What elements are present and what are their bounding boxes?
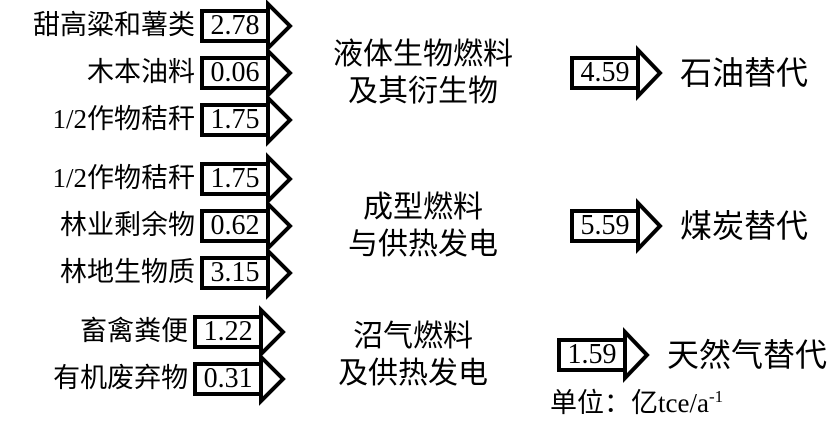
source-value: 0.62 <box>200 208 270 243</box>
source-label: 1/2作物秸秆 <box>52 163 195 193</box>
source-row: 1/2作物秸秆 1.75 <box>0 151 293 206</box>
unit-exponent: -1 <box>708 387 724 406</box>
source-row: 畜禽粪便 1.22 <box>0 304 286 359</box>
source-label: 甜高粱和薯类 <box>33 10 195 40</box>
arrow-head-icon <box>259 351 286 406</box>
arrow-head-icon <box>266 45 293 100</box>
source-label: 林业剩余物 <box>60 210 195 240</box>
source-value-arrow: 3.15 <box>200 245 293 300</box>
output-column: 5.59 煤炭替代 <box>554 197 809 254</box>
source-value-arrow: 0.31 <box>193 351 286 406</box>
process-line2: 及供热发电 <box>338 357 489 390</box>
source-row: 1/2作物秸秆 1.75 <box>0 92 293 147</box>
process-line2: 及其衍生物 <box>348 74 498 108</box>
output-value: 5.59 <box>570 208 640 243</box>
arrow-head-icon <box>636 197 663 254</box>
source-label: 木本油料 <box>87 57 195 87</box>
source-value-arrow: 0.06 <box>200 45 293 100</box>
source-row: 甜高粱和薯类 2.78 <box>0 0 293 53</box>
flow-group-biogas: 畜禽粪便 1.22 有机废弃物 0.31 沼气燃料 及供热发电 1.59 <box>0 304 827 406</box>
arrow-head-icon <box>266 198 293 253</box>
source-value-arrow: 0.62 <box>200 198 293 253</box>
sources-column: 甜高粱和薯类 2.78 木本油料 0.06 1/2作物秸秆 1.75 <box>0 0 293 147</box>
source-label: 1/2作物秸秆 <box>52 104 195 134</box>
output-label: 石油替代 <box>680 54 809 91</box>
output-value-arrow: 5.59 <box>570 197 663 254</box>
source-row: 木本油料 0.06 <box>0 45 293 100</box>
output-value: 4.59 <box>570 55 640 90</box>
arrow-head-icon <box>266 151 293 206</box>
source-value-arrow: 2.78 <box>200 0 293 53</box>
process-label: 成型燃料 与供热发电 <box>292 189 554 263</box>
source-value: 3.15 <box>200 255 270 290</box>
biomass-energy-flow-diagram: 甜高粱和薯类 2.78 木本油料 0.06 1/2作物秸秆 1.75 <box>0 0 827 406</box>
process-label: 沼气燃料 及供热发电 <box>285 318 541 392</box>
source-value: 2.78 <box>200 8 270 43</box>
output-value-arrow: 4.59 <box>570 44 663 101</box>
process-line1: 液体生物燃料 <box>333 37 513 71</box>
source-row: 林业剩余物 0.62 <box>0 198 293 253</box>
source-label: 畜禽粪便 <box>80 316 189 346</box>
flow-group-liquid-biofuel: 甜高粱和薯类 2.78 木本油料 0.06 1/2作物秸秆 1.75 <box>0 0 827 147</box>
source-value: 0.31 <box>193 361 264 396</box>
unit-text: 单位：亿tce/a <box>550 388 709 418</box>
source-label: 林地生物质 <box>60 257 195 287</box>
source-value-arrow: 1.22 <box>193 304 286 359</box>
source-label: 有机废弃物 <box>53 363 189 393</box>
process-line1: 成型燃料 <box>363 190 483 224</box>
unit-label: 单位：亿tce/a-1 <box>550 381 723 420</box>
source-row: 有机废弃物 0.31 <box>0 351 286 406</box>
output-column: 4.59 石油替代 <box>554 44 809 101</box>
source-row: 林地生物质 3.15 <box>0 245 293 300</box>
process-line1: 沼气燃料 <box>353 320 474 353</box>
output-label: 煤炭替代 <box>680 207 809 244</box>
source-value-arrow: 1.75 <box>200 151 293 206</box>
arrow-head-icon <box>266 92 293 147</box>
process-label: 液体生物燃料 及其衍生物 <box>292 36 554 110</box>
source-value: 0.06 <box>200 55 270 90</box>
sources-column: 畜禽粪便 1.22 有机废弃物 0.31 <box>0 304 286 406</box>
arrow-head-icon <box>266 0 293 53</box>
arrow-head-icon <box>266 245 293 300</box>
sources-column: 1/2作物秸秆 1.75 林业剩余物 0.62 林地生物质 3.15 <box>0 151 293 300</box>
output-label: 天然气替代 <box>666 337 827 373</box>
source-value: 1.75 <box>200 161 270 196</box>
source-value: 1.22 <box>193 314 264 349</box>
arrow-head-icon <box>636 44 663 101</box>
process-line2: 与供热发电 <box>348 227 498 261</box>
output-value: 1.59 <box>556 338 627 372</box>
source-value-arrow: 1.75 <box>200 92 293 147</box>
source-value: 1.75 <box>200 102 270 137</box>
arrow-head-icon <box>622 327 650 383</box>
flow-group-formed-fuel: 1/2作物秸秆 1.75 林业剩余物 0.62 林地生物质 3.15 <box>0 151 827 300</box>
output-value-arrow: 1.59 <box>556 327 650 383</box>
arrow-head-icon <box>259 304 286 359</box>
output-column: 1.59 天然气替代 <box>541 327 827 383</box>
